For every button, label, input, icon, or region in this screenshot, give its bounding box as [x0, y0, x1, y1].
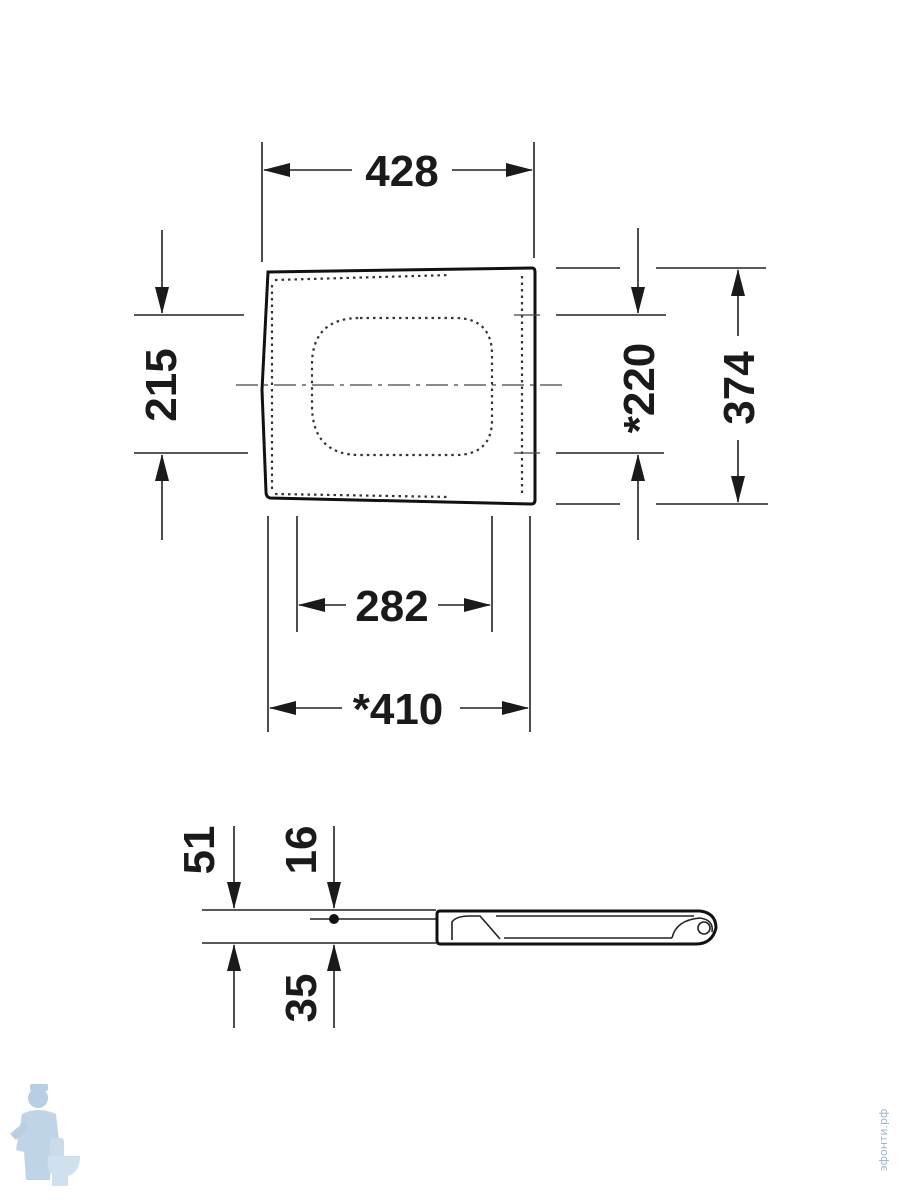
arrow-head	[327, 882, 341, 909]
arrow-head	[263, 163, 290, 177]
arrow-head	[269, 701, 296, 715]
bowl-opening	[310, 316, 494, 457]
arrow-head	[502, 701, 529, 715]
dim-hinge-spacing: *220	[615, 343, 664, 434]
hinge-cap	[671, 917, 714, 939]
arrow-head	[506, 163, 533, 177]
arrow-head	[298, 598, 325, 612]
arrow-head	[227, 882, 241, 909]
top-view: 428 215 *220 374	[134, 142, 768, 734]
arrow-head	[327, 944, 341, 971]
arrow-head	[464, 598, 491, 612]
dim-width-hinge: *410	[353, 685, 444, 734]
dim-height-overall: 374	[715, 351, 764, 425]
arrow-head	[631, 287, 645, 314]
arrow-head	[227, 944, 241, 971]
dim-width-inner: 282	[355, 582, 428, 631]
watermark-site-text: эфонти.рф	[877, 1109, 890, 1172]
seat-lid-lower	[451, 915, 501, 940]
arrow-head	[731, 476, 745, 503]
arrow-head	[155, 287, 169, 314]
dim-width-overall: 428	[365, 147, 438, 196]
seat-outline	[260, 266, 537, 506]
hinge-pivot	[329, 914, 339, 924]
arrow-head	[155, 454, 169, 481]
arrow-head	[631, 454, 645, 481]
dim-51: 51	[175, 826, 224, 875]
dim-35: 35	[277, 974, 326, 1023]
seat-side-profile	[435, 909, 718, 946]
arrow-head	[731, 269, 745, 296]
dim-16: 16	[277, 826, 326, 875]
side-view: 51 16 35	[175, 826, 718, 1028]
hinge-knob	[697, 921, 711, 935]
dim-left-height: 215	[137, 348, 186, 421]
plumber-with-toilet-logo-icon	[10, 1084, 80, 1186]
